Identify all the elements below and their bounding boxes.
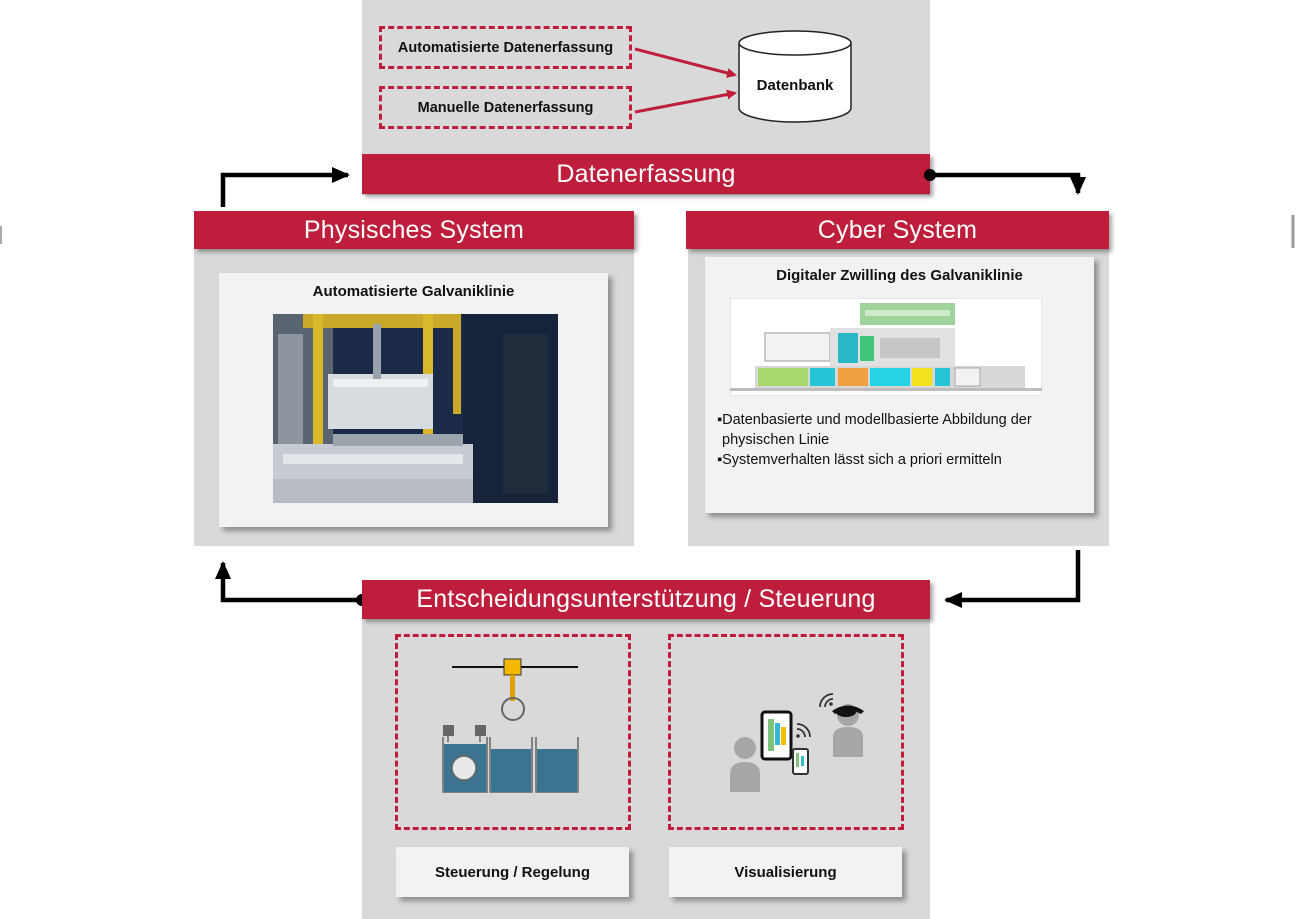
physical-card-title: Automatisierte Galvaniklinie [312,283,515,300]
tank-crane-icon [442,658,579,793]
control-label-card: Steuerung / Regelung [396,847,629,897]
people-devices-icon [730,693,864,792]
physical-title: Physisches System [194,211,634,249]
auto-capture-label: Automatisierte Datenerfassung [397,39,614,56]
visualization-label: Visualisierung [734,863,837,881]
manual-capture-box: Manuelle Datenerfassung [379,86,632,129]
cyber-bullets: ▪Datenbasierte und modellbasierte Abbild… [717,410,1087,470]
digital-twin-model [730,298,1042,396]
database-label: Datenbank [756,76,834,94]
decision-bar: Entscheidungsunterstützung / Steuerung [362,580,930,619]
capture-arrows [634,47,737,114]
data-capture-bar: Datenerfassung [362,154,930,194]
cyber-bullet-1-cont: physischen Linie [722,432,830,448]
visualization-label-card: Visualisierung [669,847,902,897]
visualization-box [668,634,904,830]
cyber-bullet-1: ▪Datenbasierte und modellbasierte Abbild… [717,412,1032,428]
cyber-title: Cyber System [686,211,1109,249]
manual-capture-label: Manuelle Datenerfassung [417,99,594,116]
cyber-bullet-2: ▪Systemverhalten lässt sich a priori erm… [717,452,1002,468]
galvanic-line-photo [273,314,558,503]
auto-capture-box: Automatisierte Datenerfassung [379,26,632,69]
control-label: Steuerung / Regelung [434,863,590,881]
control-box [395,634,631,830]
database-icon [738,30,852,123]
cyber-card-title: Digitaler Zwilling des Galvaniklinie [776,267,1023,284]
